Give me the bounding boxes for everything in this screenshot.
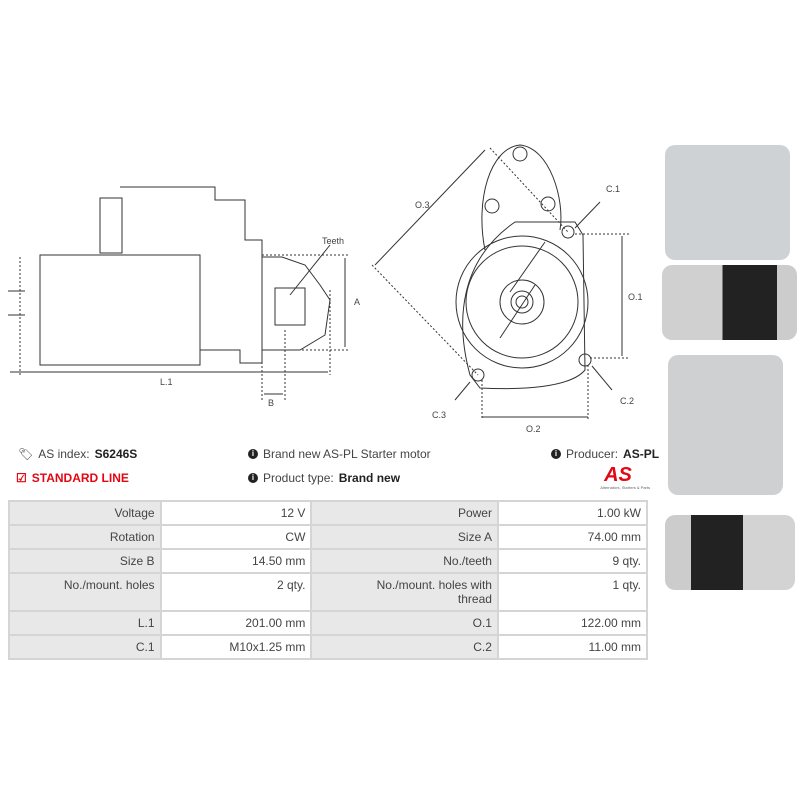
label-o2: O.2 (526, 424, 541, 434)
spec-value: 11.00 mm (496, 634, 649, 660)
spec-value: CW (159, 524, 313, 550)
label-o1: O.1 (628, 292, 643, 302)
info-icon: i (248, 473, 258, 483)
tag-icon: 🏷 (18, 447, 34, 461)
spec-label: No./mount. holes with thread (310, 572, 499, 612)
spec-label: Size A (310, 524, 499, 550)
product-photo-side (662, 265, 797, 340)
spec-label: Voltage (8, 500, 162, 526)
product-photo-rear (668, 355, 783, 495)
product-type: i Product type:Brand new (248, 471, 400, 485)
info-icon: i (551, 449, 561, 459)
spec-value: M10x1.25 mm (159, 634, 313, 660)
spec-value: 1 qty. (496, 572, 649, 612)
as-index: 🏷 AS index:S6246S (18, 447, 138, 461)
label-a: A (354, 297, 360, 307)
spec-label: No./mount. holes (8, 572, 162, 612)
label-o3: O.3 (415, 200, 430, 210)
spec-label: Size B (8, 548, 162, 574)
label-c1: C.1 (606, 184, 620, 194)
spec-label: C.2 (310, 634, 499, 660)
as-pl-logo: AS Alternators, Starters & Parts (600, 464, 650, 490)
product-photo-side-2 (665, 515, 795, 590)
label-l1: L.1 (160, 377, 173, 387)
front-view (371, 144, 630, 420)
standard-line-badge: ☑ STANDARD LINE (16, 471, 129, 485)
spec-value: 1.00 kW (496, 500, 649, 526)
spec-value: 12 V (159, 500, 313, 526)
spec-value: 122.00 mm (496, 610, 649, 636)
spec-value: 201.00 mm (159, 610, 313, 636)
spec-value: 2 qty. (159, 572, 313, 612)
label-teeth: Teeth (322, 236, 344, 246)
label-c2: C.2 (620, 396, 634, 406)
label-c3: C.3 (432, 410, 446, 420)
spec-label: Rotation (8, 524, 162, 550)
spec-label: C.1 (8, 634, 162, 660)
spec-label: No./teeth (310, 548, 499, 574)
checkbox-icon: ☑ (16, 471, 27, 485)
spec-value: 9 qty. (496, 548, 649, 574)
producer: i Producer:AS-PL (551, 447, 659, 461)
product-photo-front (665, 145, 790, 260)
description: i Brand new AS-PL Starter motor (248, 447, 431, 461)
spec-label: Power (310, 500, 499, 526)
spec-value: 14.50 mm (159, 548, 313, 574)
spec-value: 74.00 mm (496, 524, 649, 550)
info-icon: i (248, 449, 258, 459)
label-b: B (268, 398, 274, 408)
spec-label: O.1 (310, 610, 499, 636)
technical-drawing: Teeth A B L.1 O.3 C.1 O.1 C.3 C.2 O.2 (8, 144, 643, 434)
spec-label: L.1 (8, 610, 162, 636)
side-view (8, 186, 350, 400)
